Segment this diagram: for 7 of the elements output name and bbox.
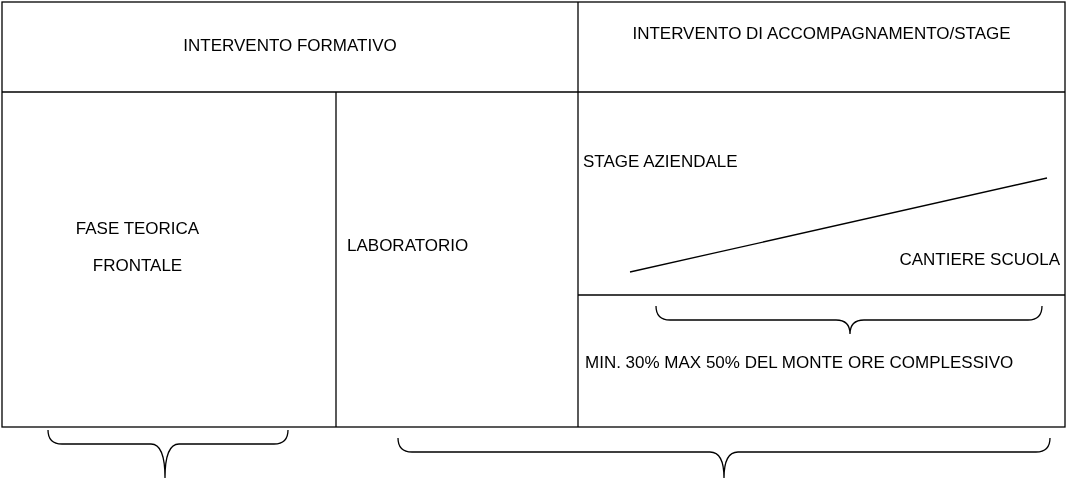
column-header: INTERVENTO FORMATIVO <box>182 36 398 56</box>
cell-text: MIN. 30% MAX 50% DEL MONTE ORE COMPLESSIVO <box>585 352 1015 374</box>
cell-text: FASE TEORICA FRONTALE <box>74 218 201 278</box>
column-header: INTERVENTO DI ACCOMPAGNAMENTO/STAGE <box>631 24 1012 44</box>
cell-text: CANTIERE SCUOLA <box>898 250 1060 270</box>
cell-text: LABORATORIO <box>347 236 470 256</box>
cell-text: STAGE AZIENDALE <box>583 152 739 172</box>
